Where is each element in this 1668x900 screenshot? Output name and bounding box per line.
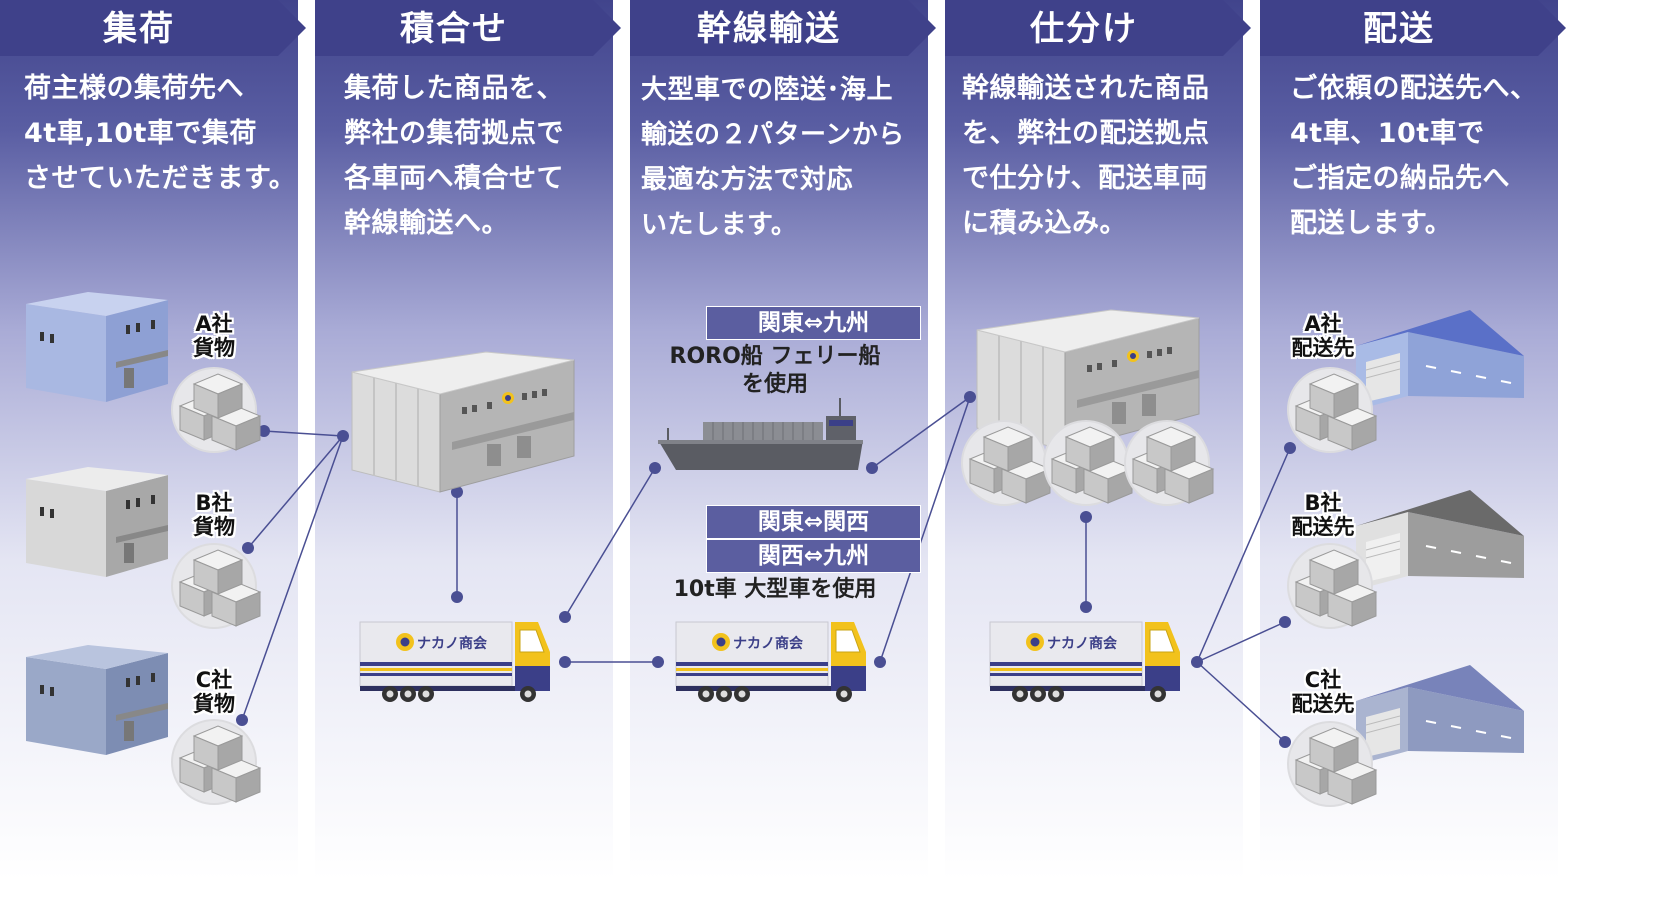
description-line: 集荷した商品を、	[344, 73, 564, 104]
description-line: 荷主様の集荷先へ	[24, 73, 244, 104]
destination-label-c: C社 配送先	[1284, 668, 1362, 716]
header-arrow-shape	[1260, 0, 1566, 56]
header-delivery: 配送	[1260, 0, 1566, 56]
step-title: 積合せ	[400, 9, 508, 49]
destination-label-a: A社 配送先	[1284, 312, 1362, 360]
destination-type: 配送先	[1291, 692, 1355, 716]
step-title: 幹線輸送	[697, 9, 841, 49]
step-description: 幹線輸送された商品 を、弊社の配送拠点 で仕分け、配送車両 に積み込み。	[962, 66, 1210, 246]
sea-route-badge: 関東⇔九州	[706, 306, 921, 340]
truck-logo-label: ナカノ商会	[1047, 636, 1117, 652]
description-line: 輸送の２パターンから	[641, 120, 905, 150]
header-arrow-shape	[0, 0, 306, 56]
step-description: 荷主様の集荷先へ 4t車,10t車で集荷 させていただきます。	[24, 66, 296, 201]
destination-building-a-icon	[1356, 310, 1524, 410]
shipper-name: B社	[195, 491, 233, 515]
shipper-building-c-icon	[26, 645, 168, 755]
connection-dots	[236, 391, 1296, 748]
description-line: ご指定の納品先へ	[1290, 163, 1510, 194]
truck-logo-label: ナカノ商会	[417, 636, 487, 652]
shipper-building-a-icon	[26, 292, 168, 402]
description-line: 弊社の集荷拠点で	[344, 118, 564, 149]
header-trunk-transport: 幹線輸送	[630, 0, 936, 56]
shipper-name: A社	[195, 312, 233, 336]
destination-name: C社	[1304, 668, 1342, 692]
destination-type: 配送先	[1291, 336, 1355, 360]
destination-type: 配送先	[1291, 515, 1355, 539]
cargo-icon	[172, 544, 260, 628]
description-line: 4t車,10t車で集荷	[24, 118, 257, 149]
header-collection: 集荷	[0, 0, 306, 56]
destination-building-c-icon	[1356, 665, 1524, 765]
description-line: 幹線輸送された商品	[962, 73, 1210, 104]
header-sorting: 仕分け	[945, 0, 1251, 56]
truck-logo-label: ナカノ商会	[733, 636, 803, 652]
shipper-label-c: C社 貨物	[188, 668, 240, 716]
cargo-icon	[1125, 421, 1213, 505]
shipper-type: 貨物	[193, 336, 235, 360]
shipper-name: C社	[195, 668, 233, 692]
destination-name: A社	[1304, 312, 1342, 336]
route-note-line: RORO船 フェリー船	[669, 344, 881, 369]
land-route-badge-kanto-kansai: 関東⇔関西	[706, 505, 921, 539]
step-title: 集荷	[103, 9, 175, 49]
header-arrow-shape	[315, 0, 621, 56]
header-consolidation: 積合せ	[315, 0, 621, 56]
shipper-label-a: A社 貨物	[188, 312, 240, 360]
sea-route-note: RORO船 フェリー船 を使用	[655, 343, 895, 399]
description-line: 最適な方法で対応	[641, 165, 854, 195]
shipper-type: 貨物	[193, 515, 235, 539]
cargo-icon	[172, 368, 260, 452]
route-note-line: を使用	[741, 372, 808, 397]
description-line: 配送します。	[1290, 208, 1453, 239]
land-route-note: 10t車 大型車を使用	[673, 577, 877, 602]
cargo-icon	[172, 720, 260, 804]
step-title: 配送	[1363, 9, 1435, 49]
destination-name: B社	[1304, 491, 1342, 515]
description-line: 各車両へ積合せて	[344, 163, 564, 194]
destination-label-b: B社 配送先	[1284, 491, 1362, 539]
header-arrow-shape	[945, 0, 1251, 56]
description-line: ご依頼の配送先へ、	[1290, 73, 1538, 104]
shipper-building-b-icon	[26, 467, 168, 577]
step-description: 大型車での陸送･海上 輸送の２パターンから 最適な方法で対応 いたします。	[641, 68, 905, 248]
connection-lines	[241, 396, 1291, 743]
description-line: いたします。	[641, 210, 798, 240]
description-line: 幹線輸送へ。	[344, 208, 509, 239]
consolidation-warehouse-icon	[351, 351, 575, 493]
land-route-badge-kansai-kyushu: 関西⇔九州	[706, 539, 921, 573]
description-line: に積み込み。	[962, 208, 1127, 239]
destination-building-b-icon	[1356, 490, 1524, 590]
header-arrow-shape	[630, 0, 936, 56]
shipper-type: 貨物	[193, 692, 235, 716]
step-description: ご依頼の配送先へ、 4t車、10t車で ご指定の納品先へ 配送します。	[1290, 66, 1538, 246]
shipper-label-b: B社 貨物	[188, 491, 240, 539]
description-line: 4t車、10t車で	[1290, 118, 1485, 149]
description-line: で仕分け、配送車両	[962, 163, 1209, 194]
description-line: 大型車での陸送･海上	[641, 75, 894, 105]
ship-icon	[658, 398, 863, 470]
description-line: させていただきます。	[24, 163, 297, 194]
description-line: を、弊社の配送拠点	[962, 118, 1210, 149]
step-description: 集荷した商品を、 弊社の集荷拠点で 各車両へ積合せて 幹線輸送へ。	[344, 66, 564, 246]
step-title: 仕分け	[1030, 9, 1138, 49]
